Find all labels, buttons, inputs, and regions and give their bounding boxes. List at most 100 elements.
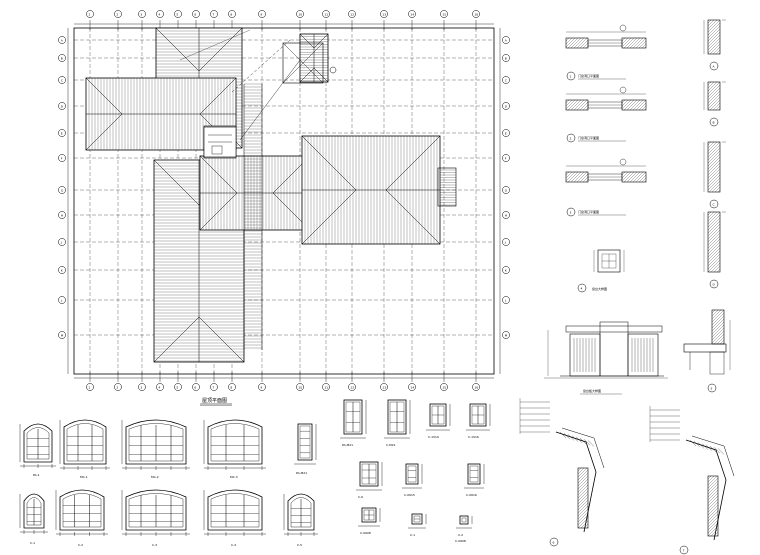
grid-bubble-label: J <box>504 240 506 244</box>
grid-bubble-circle <box>58 102 66 110</box>
roof-hatching <box>85 27 456 363</box>
grid-bubble: J <box>58 238 66 246</box>
grid-bubble-circle <box>440 383 448 391</box>
detail-bubble-label: B <box>713 121 715 125</box>
grid-bubble: 4 <box>156 10 164 18</box>
grid-bubble: 2 <box>114 10 122 18</box>
window-elevation: PA-M21 <box>294 423 317 475</box>
grid-bubble: 16 <box>472 10 480 18</box>
grid-bubble-circle <box>502 266 510 274</box>
window-elevation: C-4 <box>203 489 266 547</box>
grid-bubble-label: 9 <box>260 385 262 389</box>
detail-bubble-circle <box>709 279 719 289</box>
window-label: PA-1 <box>33 473 40 477</box>
grid-bubble: 9 <box>258 10 266 18</box>
grid-bubble-circle <box>502 186 510 194</box>
grid-bubble-label: G <box>505 188 508 192</box>
grid-bubble: 3 <box>138 383 146 391</box>
grid-bubble-label: C <box>505 78 507 82</box>
grid-bubble-circle <box>58 186 66 194</box>
detail-bubble-circle <box>679 545 689 555</box>
grid-bubble: 13 <box>380 10 388 18</box>
eave-profile <box>691 435 735 477</box>
grid-bubble-label: 2 <box>116 385 118 389</box>
detail-number-bubble: 7 <box>679 545 689 555</box>
grid-bubble-circle <box>156 10 164 18</box>
wall-section <box>621 37 647 49</box>
detail-bubble-label: 5 <box>711 387 713 391</box>
grid-bubble-circle <box>58 211 66 219</box>
grid-bubble-label: C <box>61 78 63 82</box>
grid-bubble: M <box>502 331 510 339</box>
window-elevation: C-M21 <box>384 399 411 447</box>
window-label: C-5 <box>297 543 302 547</box>
grid-bubble: H <box>502 211 510 219</box>
wall-section <box>707 141 721 193</box>
grid-bubble-circle <box>192 383 200 391</box>
detail-bubble-circle <box>709 61 719 71</box>
window-elevation: C-5 <box>283 493 318 547</box>
window-label: C-1 <box>410 533 415 537</box>
detail-bubble-label: 4 <box>581 287 583 291</box>
window-elevation: MC-1 <box>59 419 110 479</box>
grid-bubble-circle <box>502 129 510 137</box>
grid-bubble-circle <box>156 383 164 391</box>
detail-marker <box>619 86 627 94</box>
grid-bubble: D <box>58 102 66 110</box>
wall-section <box>707 475 719 537</box>
grid-bubble-label: M <box>61 333 64 337</box>
window-elevation: C-3 <box>121 489 190 547</box>
window-frame <box>23 423 53 463</box>
grid-bubble-label: B <box>505 56 507 60</box>
wall-section <box>711 309 725 345</box>
grid-bubble-label: B <box>61 56 63 60</box>
grid-bubble: 6 <box>192 383 200 391</box>
detail-bubble-circle <box>566 133 576 143</box>
grid-bubble: 5 <box>174 10 182 18</box>
grid-bubble-label: 7 <box>212 12 214 16</box>
grid-bubble-circle <box>58 266 66 274</box>
grid-axis-bubbles: 1122334455667788991010111112121313141415… <box>58 10 510 391</box>
grid-bubble-circle <box>174 10 182 18</box>
window-elevation: C-1 <box>19 493 48 545</box>
grid-bubble-circle <box>228 383 236 391</box>
grid-bubble-label: G <box>61 188 64 192</box>
detail-number-bubble: 4 <box>577 283 587 293</box>
grid-bubble-circle <box>228 10 236 18</box>
grid-bubble-label: E <box>61 131 63 135</box>
grid-bubble: 1 <box>86 10 94 18</box>
wall-section <box>565 99 589 111</box>
grid-bubble-label: H <box>61 213 63 217</box>
grid-bubble-label: 4 <box>158 385 160 389</box>
grid-bubble-circle <box>502 36 510 44</box>
detail-title: 门窗洞口平面图 <box>578 73 599 78</box>
detail-bubble-label: 2 <box>570 137 572 141</box>
window-sash <box>26 427 50 460</box>
grid-bubble-circle <box>502 76 510 84</box>
grid-bubble-circle <box>296 383 304 391</box>
window-label: C-6 <box>358 495 363 499</box>
grid-bubble-label: 14 <box>410 12 414 16</box>
window-elevation: C-1516 <box>466 403 491 439</box>
window-elevation: C-6 <box>356 461 383 499</box>
grid-bubble: 12 <box>348 383 356 391</box>
grid-bubble-label: 13 <box>382 12 386 16</box>
grid-bubble: 4 <box>156 383 164 391</box>
detail-bubble-circle <box>709 117 719 127</box>
grid-bubble-circle <box>258 383 266 391</box>
grid-bubble-label: 16 <box>474 385 478 389</box>
wall-section-detail: D <box>703 211 726 289</box>
window-elevation: C-0616 <box>464 463 485 497</box>
grid-bubble: 8 <box>228 10 236 18</box>
grid-bubble-circle <box>322 10 330 18</box>
window-label: MC-3 <box>230 475 238 479</box>
grid-bubble-circle <box>440 10 448 18</box>
detail-number-bubble: 3 <box>566 207 576 217</box>
grid-bubble-label: D <box>61 104 64 108</box>
grid-bubble: 5 <box>174 383 182 391</box>
window-elevation: C-2 <box>55 489 108 547</box>
grid-bubble-circle <box>58 76 66 84</box>
grid-bubble-label: H <box>505 213 507 217</box>
wall-section <box>707 81 721 111</box>
